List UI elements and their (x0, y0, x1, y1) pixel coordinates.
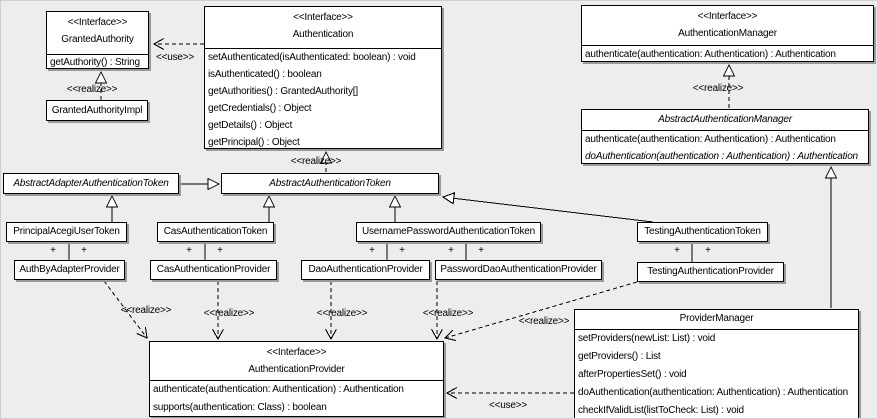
realize-label: <<realize>> (316, 308, 368, 319)
class-dao-authentication-provider[interactable]: DaoAuthenticationProvider (301, 260, 430, 280)
class-name: DaoAuthenticationProvider (308, 264, 423, 275)
class-name: AbstractAdapterAuthenticationToken (13, 178, 169, 189)
multiplicity-label: + (399, 245, 405, 256)
class-cas-authentication-provider[interactable]: CasAuthenticationProvider (150, 260, 277, 280)
class-name: AuthByAdapterProvider (19, 264, 120, 275)
method: authenticate(authentication: Authenticat… (585, 49, 836, 60)
class-name: AbstractAuthenticationManager (582, 110, 868, 131)
multiplicity-label: + (217, 245, 223, 256)
class-authentication-manager[interactable]: <<Interface>> AuthenticationManager auth… (581, 5, 874, 62)
class-testing-authentication-token[interactable]: TestingAuthenticationToken (637, 222, 768, 242)
method: getPrincipal() : Object (208, 137, 300, 148)
class-granted-authority[interactable]: <<Interface>> GrantedAuthority getAuthor… (46, 11, 149, 69)
method: getAuthority() : String (50, 57, 140, 68)
class-testing-authentication-provider[interactable]: TestingAuthenticationProvider (637, 262, 784, 282)
multiplicity-label: + (674, 245, 680, 256)
realize-label: <<realize>> (66, 84, 118, 95)
class-name: ProviderManager (575, 310, 858, 330)
method: authenticate(authentication: Authenticat… (585, 134, 836, 145)
class-authentication[interactable]: <<Interface>> Authentication setAuthenti… (204, 6, 442, 149)
realize-label: <<realize>> (692, 83, 744, 94)
realize-label: <<realize>> (518, 316, 570, 327)
method: getDetails() : Object (208, 120, 293, 131)
use-label: <<use>> (155, 52, 195, 63)
realize-label: <<realize>> (203, 308, 255, 319)
class-name: TestingAuthenticationProvider (647, 266, 774, 277)
multiplicity-label: + (369, 245, 375, 256)
class-name: TestingAuthenticationToken (644, 226, 761, 237)
method: doAuthentication(authentication : Authen… (585, 151, 858, 162)
class-cas-authentication-token[interactable]: CasAuthenticationToken (157, 222, 274, 242)
class-abstract-authentication-token[interactable]: AbstractAuthenticationToken (221, 173, 439, 194)
class-name: PrincipalAcegiUserToken (13, 226, 120, 237)
realize-label: <<realize>> (120, 305, 172, 316)
class-name: AbstractAuthenticationToken (269, 178, 391, 189)
class-name: CasAuthenticationToken (163, 226, 268, 237)
method: setAuthenticated(isAuthenticated: boolea… (208, 52, 416, 63)
multiplicity-label: + (186, 245, 192, 256)
class-name: AuthenticationManager (678, 28, 777, 39)
multiplicity-label: + (705, 245, 711, 256)
method: checkIfValidList(listToCheck: List) : vo… (578, 405, 744, 416)
realize-edge-testingauthenticationprovider (443, 281, 638, 341)
method: authenticate(authentication: Authenticat… (153, 384, 404, 395)
class-name: AuthenticationProvider (248, 364, 345, 375)
method: isAuthenticated() : boolean (208, 69, 322, 80)
multiplicity-label: + (81, 245, 87, 256)
class-name: GrantedAuthority (61, 34, 134, 45)
class-authentication-provider[interactable]: <<Interface>> AuthenticationProvider aut… (149, 341, 444, 417)
class-granted-authority-impl[interactable]: GrantedAuthorityImpl (46, 100, 148, 121)
multiplicity-label: + (50, 245, 56, 256)
class-name: PasswordDaoAuthenticationProvider (440, 264, 597, 275)
stereotype-label: <<Interface>> (293, 12, 353, 23)
realize-label: <<realize>> (290, 156, 342, 167)
stereotype-label: <<Interface>> (67, 17, 128, 28)
method: afterPropertiesSet() : void (578, 369, 687, 380)
class-name: GrantedAuthorityImpl (51, 105, 143, 116)
use-label: <<use>> (488, 400, 528, 411)
class-auth-by-adapter-provider[interactable]: AuthByAdapterProvider (14, 260, 125, 280)
multiplicity-label: + (478, 245, 484, 256)
method: getAuthorities() : GrantedAuthority[] (208, 86, 358, 97)
method: setProviders(newList: List) : void (578, 333, 716, 344)
class-password-dao-authentication-provider[interactable]: PasswordDaoAuthenticationProvider (435, 260, 602, 280)
class-provider-manager[interactable]: ProviderManager setProviders(newList: Li… (574, 309, 859, 418)
multiplicity-label: + (448, 245, 454, 256)
method: doAuthentication(authentication: Authent… (578, 387, 848, 398)
class-name: Authentication (292, 29, 354, 40)
class-name: CasAuthenticationProvider (156, 264, 271, 275)
class-username-password-authentication-token[interactable]: UsernamePasswordAuthenticationToken (356, 222, 541, 242)
method: getCredentials() : Object (208, 103, 312, 114)
generalize-edge-testingtoken (443, 197, 654, 223)
realize-label: <<realize>> (422, 308, 474, 319)
class-abstract-authentication-manager[interactable]: AbstractAuthenticationManager authentica… (581, 109, 869, 164)
class-name: UsernamePasswordAuthenticationToken (361, 226, 536, 237)
stereotype-label: <<Interface>> (697, 11, 758, 22)
stereotype-label: <<Interface>> (266, 347, 327, 358)
class-abstract-adapter-authentication-token[interactable]: AbstractAdapterAuthenticationToken (3, 173, 179, 194)
method: supports(authentication: Class) : boolea… (153, 402, 327, 413)
method: getProviders() : List (578, 351, 661, 362)
class-principal-acegi-user-token[interactable]: PrincipalAcegiUserToken (6, 222, 127, 242)
realize-edge-authbyadapterprovider (103, 280, 148, 339)
